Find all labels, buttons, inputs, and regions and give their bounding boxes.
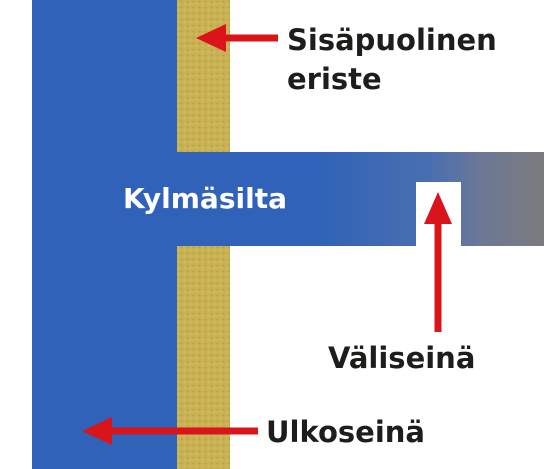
arrow-outer-wall-icon: [82, 417, 258, 445]
insulation-lower: [177, 246, 230, 469]
label-cold-bridge: Kylmäsilta: [123, 182, 287, 215]
label-inner-insulation-line2: eriste: [287, 62, 382, 96]
label-partition-wall: Väliseinä: [328, 341, 475, 375]
arrow-partition-icon: [424, 192, 452, 332]
cold-bridge-slab: [32, 152, 544, 246]
label-outer-wall: Ulkoseinä: [266, 415, 425, 449]
insulation-upper: [177, 0, 230, 152]
label-inner-insulation-line1: Sisäpuolinen: [287, 23, 497, 57]
arrow-insulation-icon: [196, 24, 278, 52]
